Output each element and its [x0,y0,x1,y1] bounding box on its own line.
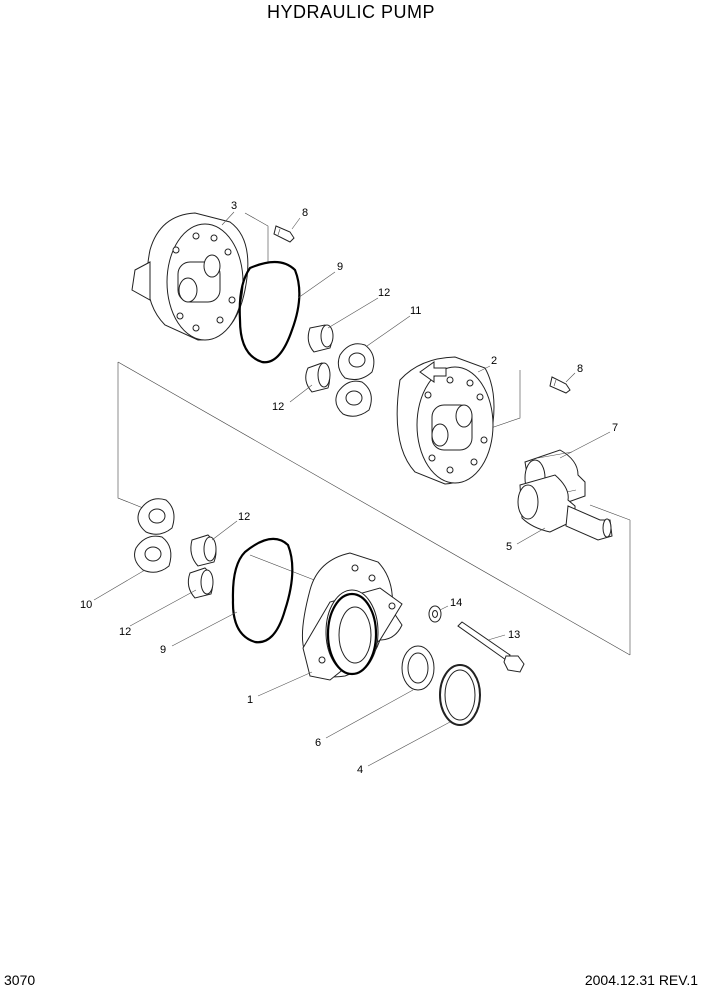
drive-gear-shaft-part-5 [517,474,613,541]
callout-12-lower-a: 12 [238,511,250,523]
callout-1: 1 [247,694,253,706]
callout-12-upper-a: 12 [378,287,390,299]
callout-10: 10 [80,599,92,611]
rear-cover-part-3 [131,212,249,341]
leader-lines [93,211,611,767]
callout-8-upper: 8 [302,207,308,219]
wear-plate-part-11 [335,343,375,417]
bushing-part-12-upper-a [307,324,334,353]
snap-ring-part-4 [439,664,481,726]
callout-3: 3 [231,200,237,212]
o-ring-part-9-upper [238,260,301,364]
bushing-part-12-upper-b [305,362,331,393]
diagram-title: HYDRAULIC PUMP [266,2,436,22]
bushing-part-12-lower-a [190,534,217,567]
bolt-part-13 [457,621,525,673]
callout-11: 11 [410,305,421,317]
callout-7: 7 [612,422,618,434]
gear-housing-part-2 [396,356,495,485]
callout-5: 5 [506,541,512,553]
callout-12-upper-b: 12 [272,401,284,413]
oil-seal-part-6 [401,645,435,691]
bushing-part-12-lower-b [187,567,214,599]
dowel-pin-part-8-lower [549,376,571,394]
front-body-part-1 [301,552,403,681]
wear-plate-part-10 [134,498,175,573]
callout-9-lower: 9 [160,644,166,656]
callout-labels: 3 8 9 12 11 12 2 8 7 5 12 10 12 9 1 14 1… [80,200,618,776]
page-number: 3070 [4,972,36,988]
o-ring-part-9-lower [231,537,294,644]
callout-13: 13 [508,629,520,641]
callout-12-lower-b: 12 [119,626,131,638]
washer-part-14 [428,605,442,623]
callout-4: 4 [357,764,363,776]
callout-2: 2 [491,355,497,367]
callout-6: 6 [315,737,321,749]
date-revision: 2004.12.31 REV.1 [584,972,698,988]
callout-14: 14 [450,597,462,609]
callout-8-lower: 8 [577,363,583,375]
callout-9-upper: 9 [337,261,343,273]
dowel-pin-part-8-upper [273,225,295,243]
